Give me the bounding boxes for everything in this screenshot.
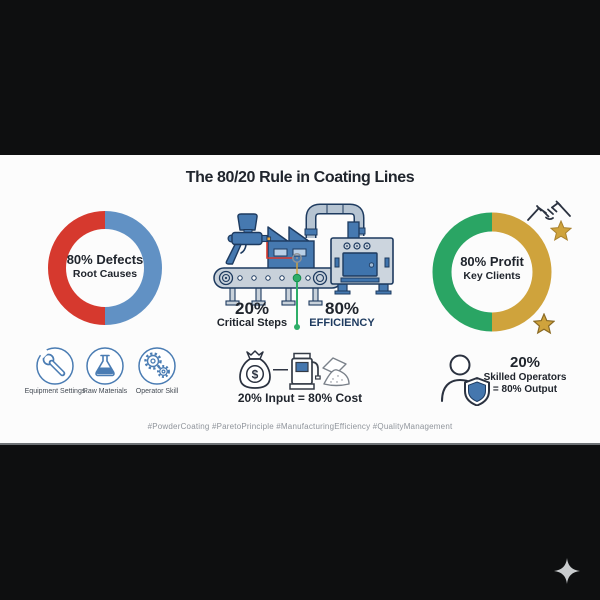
oven-machine bbox=[330, 237, 394, 295]
factor-label-operator-skill: Operator Skill bbox=[135, 388, 179, 395]
donut-segment-defects bbox=[48, 211, 106, 325]
donut-segment-profit bbox=[432, 212, 493, 332]
fuel-pump-icon bbox=[289, 352, 321, 390]
dollar-sign: $ bbox=[252, 367, 259, 381]
defects-donut-label: 80% Defects Root Causes bbox=[45, 252, 165, 280]
coating-line-illustration bbox=[213, 203, 394, 330]
star-icon-bottom bbox=[533, 313, 555, 335]
donut-segment-other bbox=[104, 211, 162, 325]
defects-donut-chart bbox=[48, 211, 162, 325]
skilled-operators-line2: = 80% Output bbox=[492, 384, 558, 395]
donut-segment-other bbox=[491, 212, 552, 332]
handshake-icon bbox=[527, 200, 571, 221]
profit-donut-line2: Key Clients bbox=[463, 269, 521, 282]
infographic-panel: The 80/20 Rule in Coating Lines 80% Defe… bbox=[0, 155, 600, 445]
factor-label-raw-materials: Raw Materials bbox=[82, 388, 128, 395]
cost-line: 20% Input = 80% Cost bbox=[237, 391, 363, 405]
profit-donut-chart bbox=[432, 212, 552, 332]
critical-steps-stat: 20% Critical Steps bbox=[202, 300, 302, 329]
efficiency-value: 80% bbox=[324, 299, 360, 318]
pipe-arch bbox=[304, 203, 366, 238]
annotation-lines bbox=[266, 242, 302, 330]
skilled-operators-line1: Skilled Operators bbox=[483, 372, 567, 383]
money-bag-icon: $ bbox=[239, 350, 271, 389]
efficiency-label: EFFICIENCY bbox=[309, 316, 375, 329]
operator-shield-icon bbox=[441, 354, 490, 406]
star-icon-top bbox=[550, 220, 572, 242]
shield-icon bbox=[464, 377, 490, 406]
powder-pile-icon bbox=[322, 357, 350, 387]
critical-steps-label: Critical Steps bbox=[216, 316, 288, 329]
critical-steps-value: 20% bbox=[234, 299, 270, 318]
skilled-operators-value: 20% bbox=[509, 354, 541, 371]
page-title: The 80/20 Rule in Coating Lines bbox=[185, 169, 415, 186]
efficiency-stat: 80% EFFICIENCY bbox=[292, 300, 392, 329]
factor-label-equipment-settings: Equipment Settings bbox=[24, 388, 86, 395]
skilled-operators-stat: 20% Skilled Operators = 80% Output bbox=[480, 354, 570, 396]
profit-donut-label: 80% Profit Key Clients bbox=[430, 254, 554, 282]
hashtags-line: #PowderCoating #ParetoPrinciple #Manufac… bbox=[147, 422, 453, 431]
sparkle-icon bbox=[554, 558, 580, 584]
defects-donut-line1: 80% Defects bbox=[66, 252, 144, 267]
profit-donut-line1: 80% Profit bbox=[460, 254, 524, 269]
dash-separator: — bbox=[273, 361, 288, 378]
gears-icon bbox=[138, 347, 176, 385]
factory-building bbox=[267, 226, 315, 273]
defects-donut-line2: Root Causes bbox=[72, 267, 138, 280]
flask-icon bbox=[86, 347, 124, 385]
spray-gun bbox=[225, 213, 272, 265]
wrench-icon bbox=[36, 347, 74, 385]
conveyor-belt bbox=[213, 267, 343, 306]
